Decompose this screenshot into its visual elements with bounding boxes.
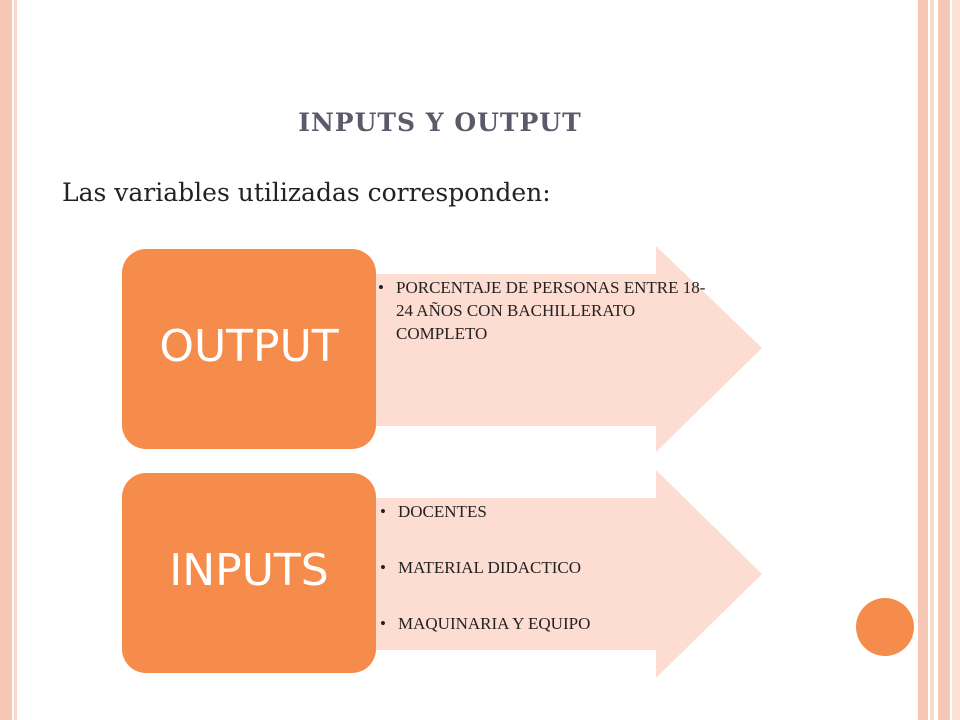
slide-subtitle: Las variables utilizadas corresponden: [62, 178, 551, 207]
inputs-box [122, 473, 376, 673]
left-border-decoration [0, 0, 12, 720]
input-item-material: MATERIAL DIDACTICO [378, 556, 708, 612]
right-stripe-decoration [952, 0, 960, 720]
output-box [122, 249, 376, 449]
right-stripe-decoration [938, 0, 950, 720]
output-item: PORCENTAJE DE PERSONAS ENTRE 18-24 AÑOS … [376, 276, 706, 345]
input-item-docentes: DOCENTES [378, 500, 708, 556]
output-label: OUTPUT [159, 321, 339, 372]
slide-title: INPUTS Y OUTPUT [298, 108, 582, 137]
input-item-maquinaria: MAQUINARIA Y EQUIPO [378, 612, 708, 668]
right-stripe-decoration [930, 0, 934, 720]
output-list: PORCENTAJE DE PERSONAS ENTRE 18-24 AÑOS … [376, 276, 706, 345]
accent-circle [856, 598, 914, 656]
right-stripe-decoration [918, 0, 928, 720]
left-border-line [14, 0, 17, 720]
inputs-label: INPUTS [169, 545, 329, 596]
inputs-list: DOCENTES MATERIAL DIDACTICO MAQUINARIA Y… [378, 500, 708, 668]
